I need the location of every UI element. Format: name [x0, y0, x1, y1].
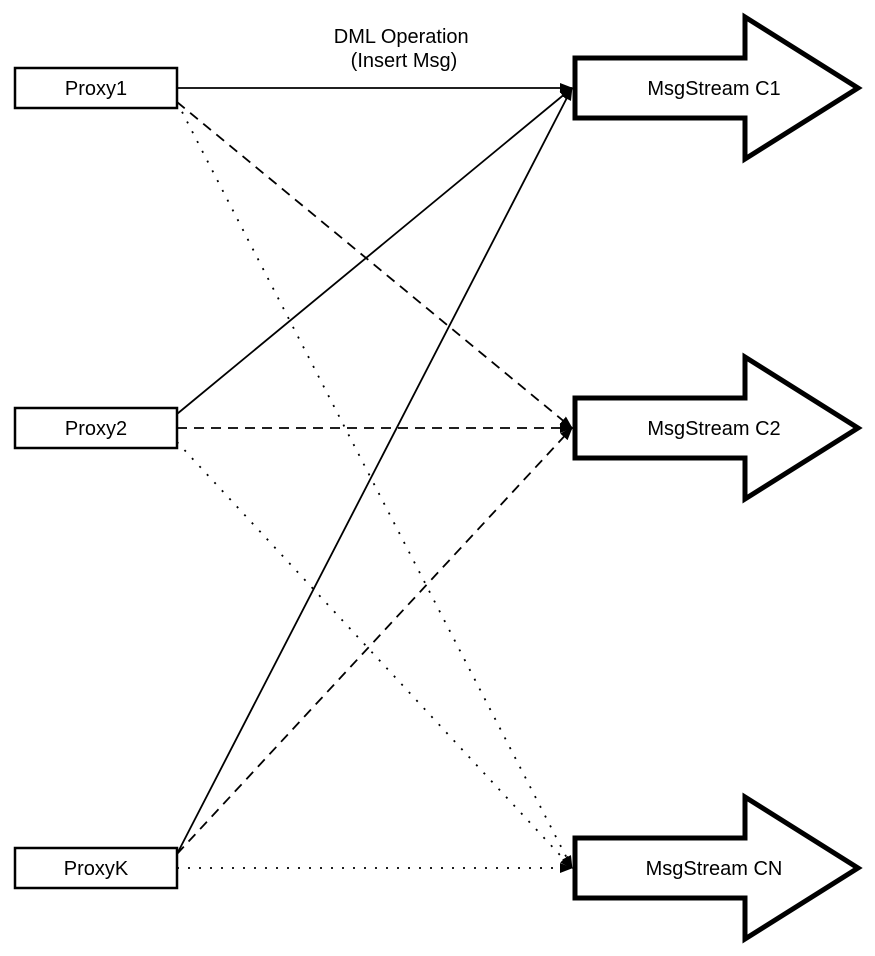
- edge-proxyk-c1: [176, 87, 573, 855]
- proxy2-box: [13, 406, 179, 450]
- msgstream-c1-label: MsgStream C1: [647, 78, 780, 100]
- msgstream-cn-label: MsgStream CN: [646, 858, 783, 880]
- msgstream-c2-arrow: [572, 352, 863, 504]
- proxy1-node: Proxy1: [13, 66, 179, 110]
- dml-operation-line2: (Insert Msg): [351, 50, 458, 72]
- msgstream-cn-node: MsgStream CN: [572, 792, 863, 944]
- proxyk-box: [13, 846, 179, 890]
- edges-layer: [176, 83, 573, 873]
- proxyk-node: ProxyK: [13, 846, 179, 890]
- msgstream-c2-node: MsgStream C2: [572, 352, 863, 504]
- edge-proxy2-c1: [176, 87, 573, 415]
- msgstream-cn-arrow: [572, 792, 863, 944]
- msgstream-c2-label: MsgStream C2: [647, 418, 780, 440]
- edge-proxy2-cn: [176, 441, 573, 869]
- msgstream-c1-arrow: [572, 12, 863, 164]
- proxy2-label: Proxy2: [65, 418, 127, 440]
- msgstream-c1-node: MsgStream C1: [572, 12, 863, 164]
- proxy1-box: [13, 66, 179, 110]
- proxy1-label: Proxy1: [65, 78, 127, 100]
- edge-proxy1-c2: [176, 101, 573, 429]
- proxy2-node: Proxy2: [13, 406, 179, 450]
- edge-proxyk-c2: [176, 427, 573, 855]
- edge-proxy1-cn: [176, 101, 573, 869]
- dml-operation-line1: DML Operation: [334, 26, 469, 48]
- proxyk-label: ProxyK: [64, 858, 129, 880]
- dml-operation-label: DML Operation (Insert Msg): [334, 26, 474, 72]
